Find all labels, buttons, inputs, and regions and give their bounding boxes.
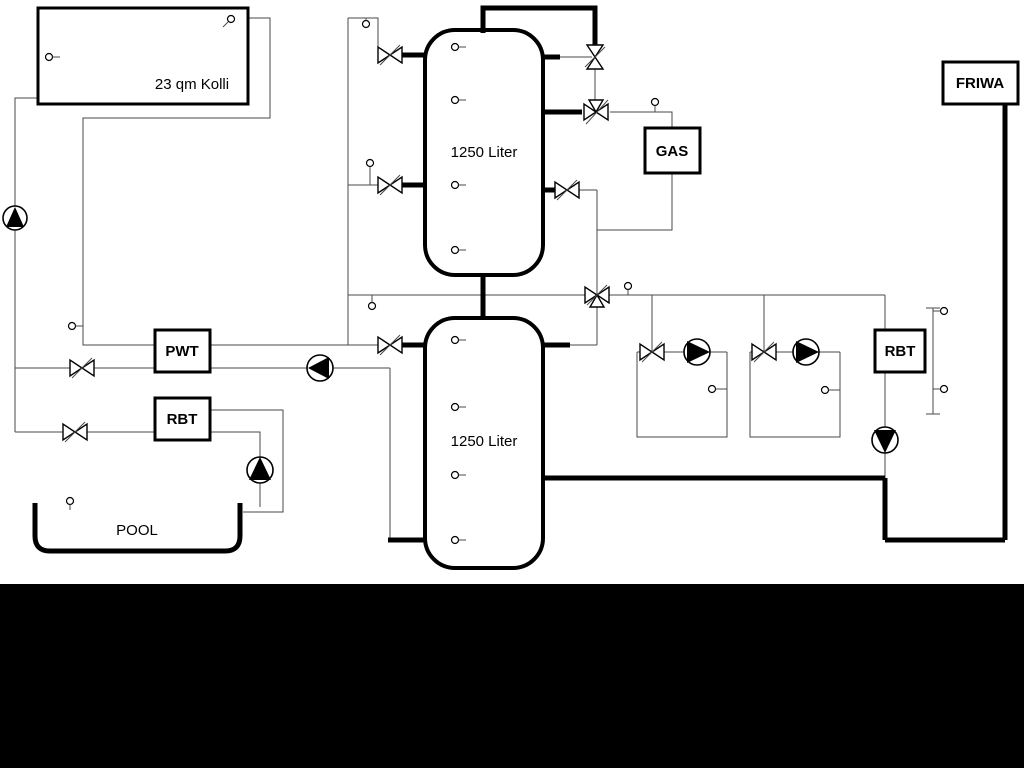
pwt-label: PWT bbox=[165, 343, 198, 360]
sensor-pool bbox=[65, 496, 75, 510]
sensor-tank-top-2 bbox=[450, 95, 466, 105]
friwa-label: FRIWA bbox=[956, 75, 1004, 92]
valve-tank-bottom-left bbox=[377, 334, 403, 356]
pumps bbox=[2, 205, 899, 484]
temperature-sensors bbox=[44, 14, 949, 545]
valve-pwt-left bbox=[69, 357, 95, 379]
solar-collector-box bbox=[36, 6, 250, 106]
valve-heating-circuit-1 bbox=[639, 341, 665, 363]
pipe-thick bbox=[480, 5, 598, 46]
heating-circuit-1-pump bbox=[683, 338, 711, 366]
pool-pump bbox=[246, 456, 274, 484]
sensor-tank-top-1 bbox=[450, 42, 466, 52]
collector-label: 23 qm Kolli bbox=[155, 76, 229, 93]
sensor-circuit-1 bbox=[707, 384, 727, 394]
mixing-valve-header bbox=[584, 284, 610, 308]
sensor-rbt-right-top bbox=[933, 306, 949, 316]
sensor-header bbox=[623, 281, 633, 295]
mixing-valve-gas bbox=[583, 99, 609, 125]
sensor-tank-bottom-1 bbox=[450, 335, 466, 345]
valve-tank-top-right bbox=[554, 179, 580, 201]
rbt-right-exchanger-box bbox=[873, 328, 927, 374]
sensor-tank-top-3 bbox=[450, 180, 466, 190]
sensor-rbt-right-side bbox=[933, 384, 949, 394]
sensor-feed-top bbox=[361, 18, 371, 29]
sensor-tank-bottom-2 bbox=[450, 402, 466, 412]
valve-tank-top-left-lower bbox=[377, 174, 403, 196]
letterbox-bottom bbox=[0, 584, 1024, 768]
heating-circuit-2-pump bbox=[792, 338, 820, 366]
pipe-network-thick bbox=[388, 5, 1008, 543]
tank-top-label: 1250 Liter bbox=[451, 144, 518, 161]
valve-rbt-left bbox=[62, 421, 88, 443]
rbt-left-exchanger-box bbox=[153, 396, 212, 442]
pipe bbox=[749, 352, 841, 438]
pwt-exchanger-box bbox=[153, 328, 212, 374]
rbt-right-pump bbox=[871, 426, 899, 454]
valve-tank-top-outlet bbox=[584, 44, 606, 70]
sensor-tank-top-4 bbox=[450, 245, 466, 255]
rbt-right-label: RBT bbox=[885, 343, 916, 360]
valves bbox=[62, 44, 777, 443]
tank-bottom-label: 1250 Liter bbox=[451, 433, 518, 450]
sensor-collector-top bbox=[222, 14, 236, 28]
sensor-collector-left bbox=[44, 52, 60, 62]
sensor-header-left bbox=[367, 295, 377, 311]
sensor-pwt-supply bbox=[67, 321, 83, 331]
sensor-gas-supply bbox=[650, 97, 660, 112]
rbt-left-label: RBT bbox=[167, 411, 198, 428]
gas-boiler-box bbox=[643, 126, 702, 175]
sensor-tank-bottom-4 bbox=[450, 535, 466, 545]
valve-heating-circuit-2 bbox=[751, 341, 777, 363]
pipe bbox=[14, 97, 38, 432]
pipe bbox=[610, 111, 673, 128]
pool-label: POOL bbox=[116, 522, 158, 539]
pipe bbox=[636, 352, 728, 438]
sensor-circuit-2 bbox=[820, 385, 840, 395]
sensor-tank-bottom-3 bbox=[450, 470, 466, 480]
valve-tank-top-left-upper bbox=[377, 44, 403, 66]
pool-basin bbox=[32, 503, 243, 554]
sensor-feed-mid bbox=[365, 158, 375, 185]
gas-label: GAS bbox=[656, 143, 689, 160]
pipe bbox=[82, 17, 271, 346]
pipe bbox=[597, 173, 673, 231]
pipe bbox=[210, 409, 284, 513]
pwt-charge-pump bbox=[306, 354, 334, 382]
solar-pump bbox=[2, 205, 28, 231]
friwa-box bbox=[941, 60, 1020, 106]
